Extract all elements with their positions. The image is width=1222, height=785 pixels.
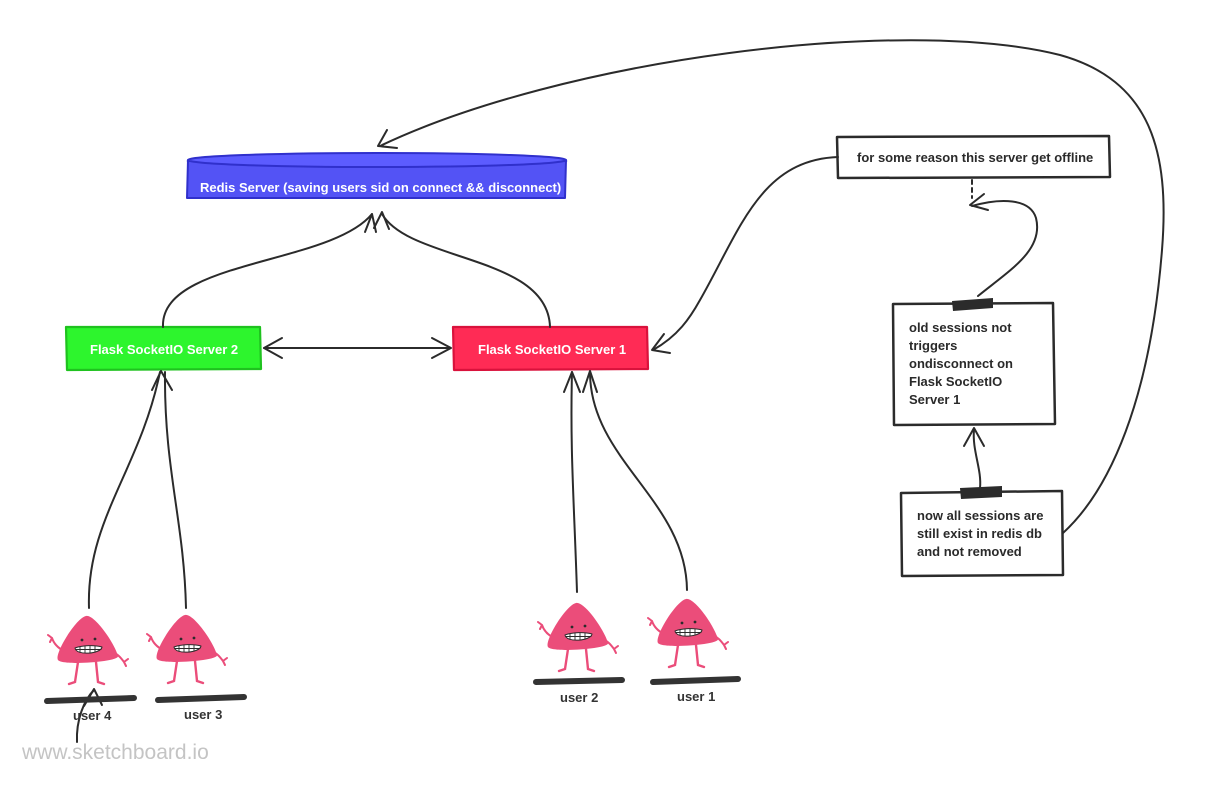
flask-server-1-node[interactable] — [451, 325, 650, 372]
flask-server-2-label: Flask SocketIO Server 2 — [90, 342, 239, 357]
sketchboard-watermark: www.sketchboard.io — [22, 741, 209, 764]
tape-icon — [952, 298, 993, 311]
redis-server-label: Redis Server (saving users sid on connec… — [200, 180, 562, 195]
redis-server-node[interactable] — [186, 152, 568, 199]
user-1-ground — [650, 676, 741, 685]
note-line: Flask SocketIO — [909, 374, 1003, 389]
connector-user2-to-server1 — [570, 371, 578, 593]
connector-user4-to-server2 — [87, 371, 161, 609]
flask-server-2-node[interactable] — [64, 325, 263, 372]
connector-allsessions-to-redis — [379, 39, 1165, 534]
arrowhead-server1 — [431, 337, 452, 359]
connector-server2-to-redis — [161, 213, 373, 328]
note-line: and not removed — [917, 544, 1022, 559]
triangle-character-icon — [536, 601, 620, 673]
arrowhead-offline-box — [969, 193, 989, 211]
connector-allsessions-to-oldsessions — [972, 429, 982, 489]
arrowhead-server2-users — [151, 370, 173, 391]
connector-user3-to-server2 — [163, 371, 187, 609]
note-offline-text: for some reason this server get offline — [857, 150, 1094, 165]
arrowhead-oldsessions-box — [963, 427, 985, 447]
connector-offline-to-server1 — [652, 156, 839, 351]
note-line: now all sessions are — [917, 508, 1044, 523]
triangle-character-icon — [46, 614, 130, 686]
note-line: Server 1 — [909, 392, 961, 407]
triangle-character-icon — [646, 597, 730, 669]
arrowhead-redis-right — [373, 211, 390, 230]
arrowhead-redis-left — [364, 213, 377, 233]
note-all-sessions-box[interactable] — [899, 486, 1065, 578]
flask-server-1-label: Flask SocketIO Server 1 — [478, 342, 627, 357]
user-2-label: user 2 — [560, 690, 599, 705]
note-line: triggers — [909, 338, 958, 353]
user-3-figure[interactable] — [145, 613, 247, 703]
note-old-sessions-box[interactable] — [891, 298, 1057, 427]
note-old-sessions-text: old sessions not triggers ondisconnect o… — [909, 319, 1013, 409]
tape-icon — [960, 486, 1002, 499]
user-4-figure[interactable] — [44, 614, 137, 704]
note-line: ondisconnect on — [909, 356, 1013, 371]
user-4-ground — [44, 695, 137, 704]
user-3-ground — [155, 694, 247, 703]
connector-oldsessions-to-offline — [971, 200, 1039, 297]
note-line: old sessions not — [909, 320, 1012, 335]
arrowhead-server1-left — [563, 371, 581, 393]
user-1-label: user 1 — [677, 689, 716, 704]
user-4-label: user 4 — [73, 708, 112, 723]
connector-server1-to-redis — [381, 213, 551, 328]
arrowhead-offline-server1 — [651, 333, 671, 354]
arrowhead-server1-right — [582, 370, 598, 393]
user-1-figure[interactable] — [646, 597, 741, 685]
user-2-figure[interactable] — [533, 601, 625, 685]
triangle-character-icon — [145, 613, 229, 685]
connector-user1-to-server1 — [589, 371, 688, 591]
user-2-ground — [533, 677, 625, 685]
note-line: still exist in redis db — [917, 526, 1042, 541]
note-all-sessions-text: now all sessions are still exist in redi… — [917, 507, 1043, 561]
redis-top — [187, 152, 567, 168]
arrowhead-redis-loop — [377, 129, 398, 149]
user-3-label: user 3 — [184, 707, 223, 722]
arrowhead-server2 — [263, 337, 283, 359]
note-offline-box[interactable] — [835, 134, 1112, 180]
